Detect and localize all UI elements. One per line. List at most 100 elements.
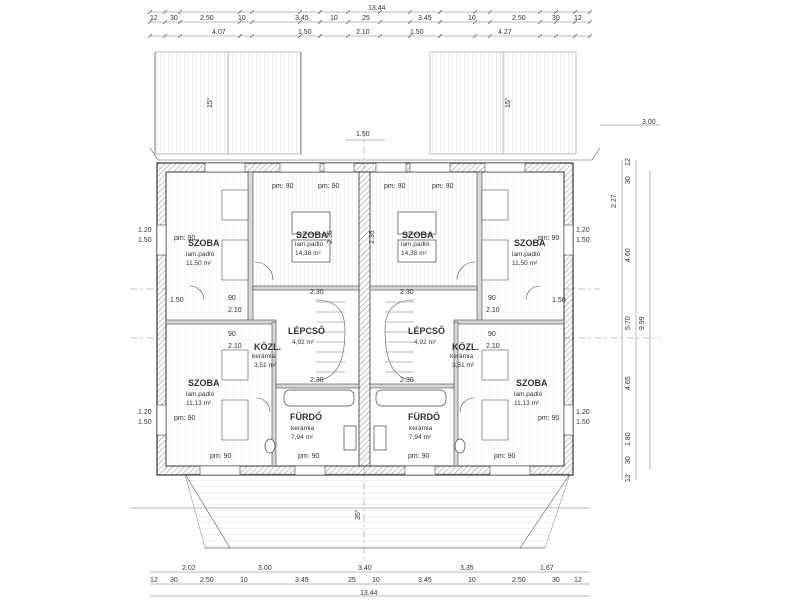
parapet-label: pm: 90: [538, 415, 560, 422]
room-floor: lam.padló: [186, 391, 215, 398]
dim-right-seg-6: 1.80: [625, 432, 632, 446]
room-floor: lam.padló: [295, 241, 324, 248]
dimension-tick: [572, 33, 578, 39]
dimension-tick: [407, 19, 413, 25]
dimension-tick: [317, 9, 323, 15]
dim-top-r1-2: 2.50: [200, 15, 214, 22]
room-floor: lam.padló: [512, 251, 541, 258]
dim-bot-r1-1: 30: [170, 577, 178, 584]
dimension-tick: [587, 19, 593, 25]
room-name: SZOBA: [402, 230, 434, 240]
room-label-szoba-ne: SZOBA lam.padló 11,50 m²: [512, 238, 546, 267]
room-floor: kerámia: [409, 425, 433, 432]
room-floor: lam.padló: [186, 251, 215, 258]
window-height-label: 1.50: [552, 297, 566, 304]
dim-top-r1-8: 10: [468, 15, 476, 22]
door-height-label: 2.10: [228, 343, 242, 350]
parapet-label: pm: 90: [174, 415, 196, 422]
small-dim-label: 2.35: [327, 230, 334, 244]
roof-bottom: 35°: [130, 473, 590, 549]
dim-bot-r2-2: 3.40: [358, 565, 372, 572]
dim-bot-r2-0: 2.02: [182, 565, 196, 572]
dimension-tick: [345, 9, 351, 15]
dimension-tick: [487, 33, 493, 39]
hall-label: 2.30: [310, 377, 324, 384]
roof-top-right: 15°: [429, 51, 577, 155]
room-floor: kerámia: [450, 353, 474, 360]
dim-top-r1-11: 12: [574, 15, 582, 22]
dimension-tick: [407, 9, 413, 15]
dimension-tick: [487, 9, 493, 15]
dimension-tick: [587, 9, 593, 15]
dimension-tick: [437, 9, 443, 15]
room-name: SZOBA: [516, 378, 548, 388]
dim-bot-r2-1: 3.00: [258, 565, 272, 572]
dim-bot-r2-3: 3.35: [460, 565, 474, 572]
dimension-tick: [537, 9, 543, 15]
dim-bot-r1-4: 3.45: [295, 577, 309, 584]
dimension-tick: [553, 19, 559, 25]
dimension-tick: [147, 19, 153, 25]
parapet-label: pm: 90: [298, 453, 320, 460]
room-area: 3,51 m²: [254, 362, 277, 369]
dimension-tick: [237, 33, 243, 39]
dimension-tick: [249, 9, 255, 15]
dimension-tick: [162, 19, 168, 25]
furniture: [221, 189, 509, 454]
door-width-label: 90: [488, 331, 496, 338]
dimension-tick: [572, 9, 578, 15]
parapet-label: pm: 90: [494, 453, 516, 460]
dimension-tick: [297, 9, 303, 15]
dim-bot-overall: 13.44: [360, 590, 378, 597]
room-label-szoba-n-right: SZOBA lam.padló 14,38 m²: [401, 230, 434, 257]
left-dimension-labels: 1.20 1.50 1.20 1.50 1.20 1.50 1.20 1.50: [138, 227, 590, 426]
room-area: 11,50 m²: [512, 260, 538, 267]
dim-top-r1-7: 3.45: [418, 15, 432, 22]
room-name: LÉPCSŐ: [288, 325, 325, 336]
dimension-tick: [317, 19, 323, 25]
dimension-tick: [572, 19, 578, 25]
right-dimension-lines: 12 30 2.27 4.60 5.70 9.99 4.65 1.80 30 1…: [611, 158, 651, 482]
dim-top-r1-5: 10: [330, 15, 338, 22]
dim-bot-r1-11: 12: [574, 577, 582, 584]
dim-right-win: 1.50: [576, 419, 590, 426]
dim-bot-r2-4: 1.67: [540, 565, 554, 572]
room-name: KÖZL.: [452, 342, 479, 352]
dimension-tick: [317, 33, 323, 39]
parapet-label: pm: 90: [210, 453, 232, 460]
room-label-szoba-se: SZOBA lam.padló 11,13 m²: [514, 378, 548, 407]
dimension-tick: [437, 33, 443, 39]
roof-pitch-label: 35°: [354, 509, 362, 520]
room-name: FÜRDŐ: [408, 411, 440, 422]
parapet-label: pm: 90: [432, 183, 454, 190]
parapet-label: pm: 90: [318, 183, 340, 190]
room-area: 11,50 m²: [186, 260, 212, 267]
dimension-tick: [237, 19, 243, 25]
dim-right-seg-1: 30: [625, 176, 632, 184]
svg-text:15°: 15°: [206, 97, 214, 108]
hall-label: 2.30: [400, 289, 414, 296]
dimension-tick: [249, 33, 255, 39]
dim-right-seg-0: 12: [625, 158, 632, 166]
room-label-szoba-nw: SZOBA lam.padló 11,50 m²: [186, 238, 220, 267]
dim-right-overall: 9.99: [639, 316, 646, 330]
dim-left-seg: 1.20: [138, 409, 152, 416]
room-area: 11,13 m²: [514, 400, 540, 407]
dim-right-seg-2: 2.27: [611, 194, 618, 208]
room-area: 7,94 m²: [409, 434, 432, 441]
dimension-tick: [472, 9, 478, 15]
dim-top-overall: 13.44: [368, 5, 386, 12]
room-area: 14,38 m²: [295, 250, 321, 257]
dim-top-r1-10: 30: [552, 15, 560, 22]
room-name: SZOBA: [188, 238, 220, 248]
dim-right-seg-5: 4.65: [625, 376, 632, 390]
parapet-label: pm: 90: [174, 235, 196, 242]
room-name: SZOBA: [188, 378, 220, 388]
room-name: SZOBA: [514, 238, 546, 248]
room-label-szoba-sw: SZOBA lam.padló 11,13 m²: [186, 378, 220, 407]
dimension-tick: [147, 33, 153, 39]
parapet-label: pm: 90: [408, 453, 430, 460]
dimension-tick: [472, 33, 478, 39]
window-height-label: 1.50: [170, 297, 184, 304]
dim-top-r1-6: 25: [362, 15, 370, 22]
